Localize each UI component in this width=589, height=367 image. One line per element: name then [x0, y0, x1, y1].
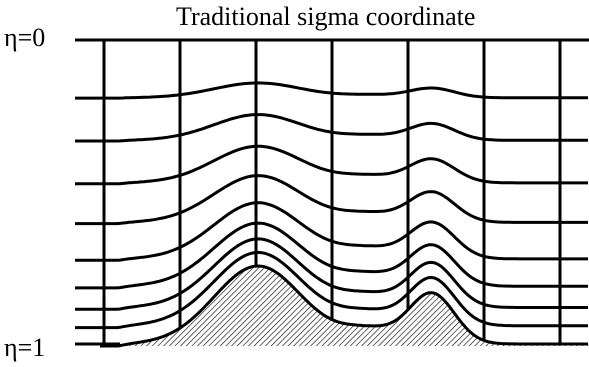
eta-bottom-label: η=1 [4, 333, 45, 362]
diagram-title: Traditional sigma coordinate [176, 2, 475, 31]
eta-top-label: η=0 [4, 23, 45, 52]
vertical-grid-lines [102, 40, 562, 346]
terrain-hatched-area [100, 266, 589, 346]
